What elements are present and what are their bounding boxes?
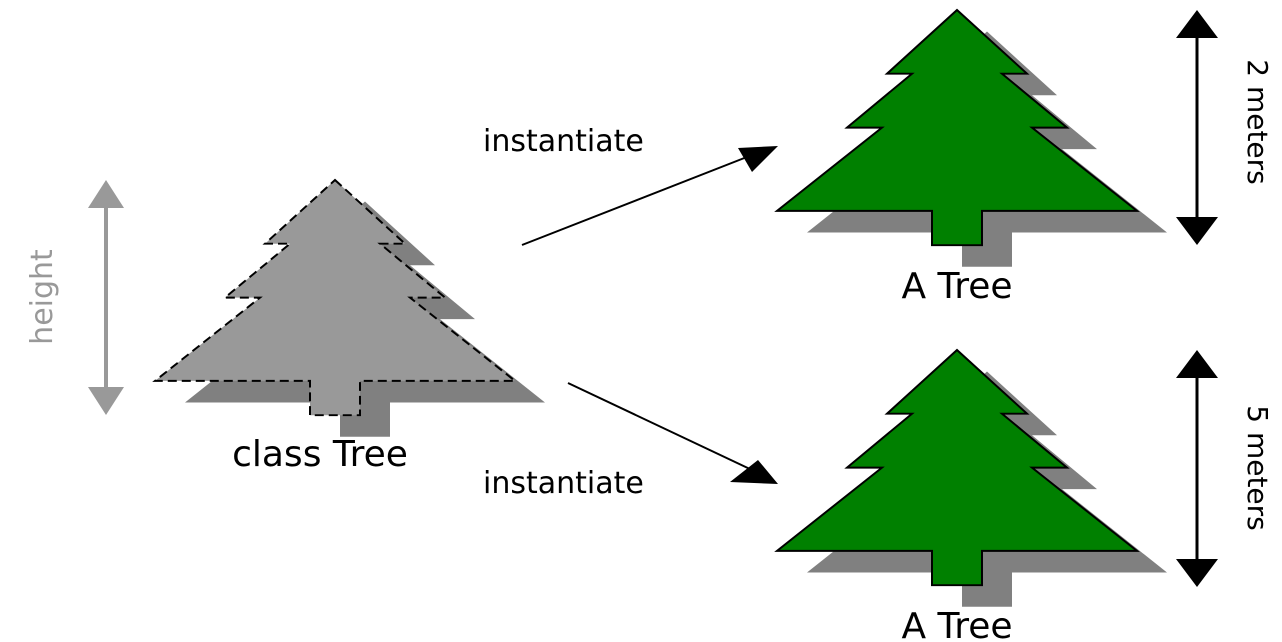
instantiate-arrow-lower [567, 382, 778, 484]
instantiate-arrow-upper [521, 146, 778, 246]
height-arrow [88, 180, 124, 415]
class-tree-body [154, 179, 516, 417]
class-tree [154, 179, 545, 437]
instantiate-label-upper: instantiate [483, 124, 644, 159]
height-label: height [25, 249, 60, 345]
measure-label-upper: 2 meters [1241, 59, 1274, 185]
instance-tree-upper [776, 9, 1167, 267]
measure-label-lower: 5 meters [1241, 405, 1274, 531]
instance-label-lower: A Tree [901, 606, 1012, 642]
instance-tree-upper-body [776, 9, 1138, 247]
instance-label-upper: A Tree [901, 266, 1012, 307]
measure-arrow-lower [1176, 350, 1218, 587]
instantiate-label-lower: instantiate [483, 466, 644, 501]
class-tree-label: class Tree [232, 434, 408, 475]
measure-arrow-upper [1176, 10, 1218, 245]
instance-tree-lower [776, 349, 1167, 607]
instance-tree-lower-body [776, 349, 1138, 587]
